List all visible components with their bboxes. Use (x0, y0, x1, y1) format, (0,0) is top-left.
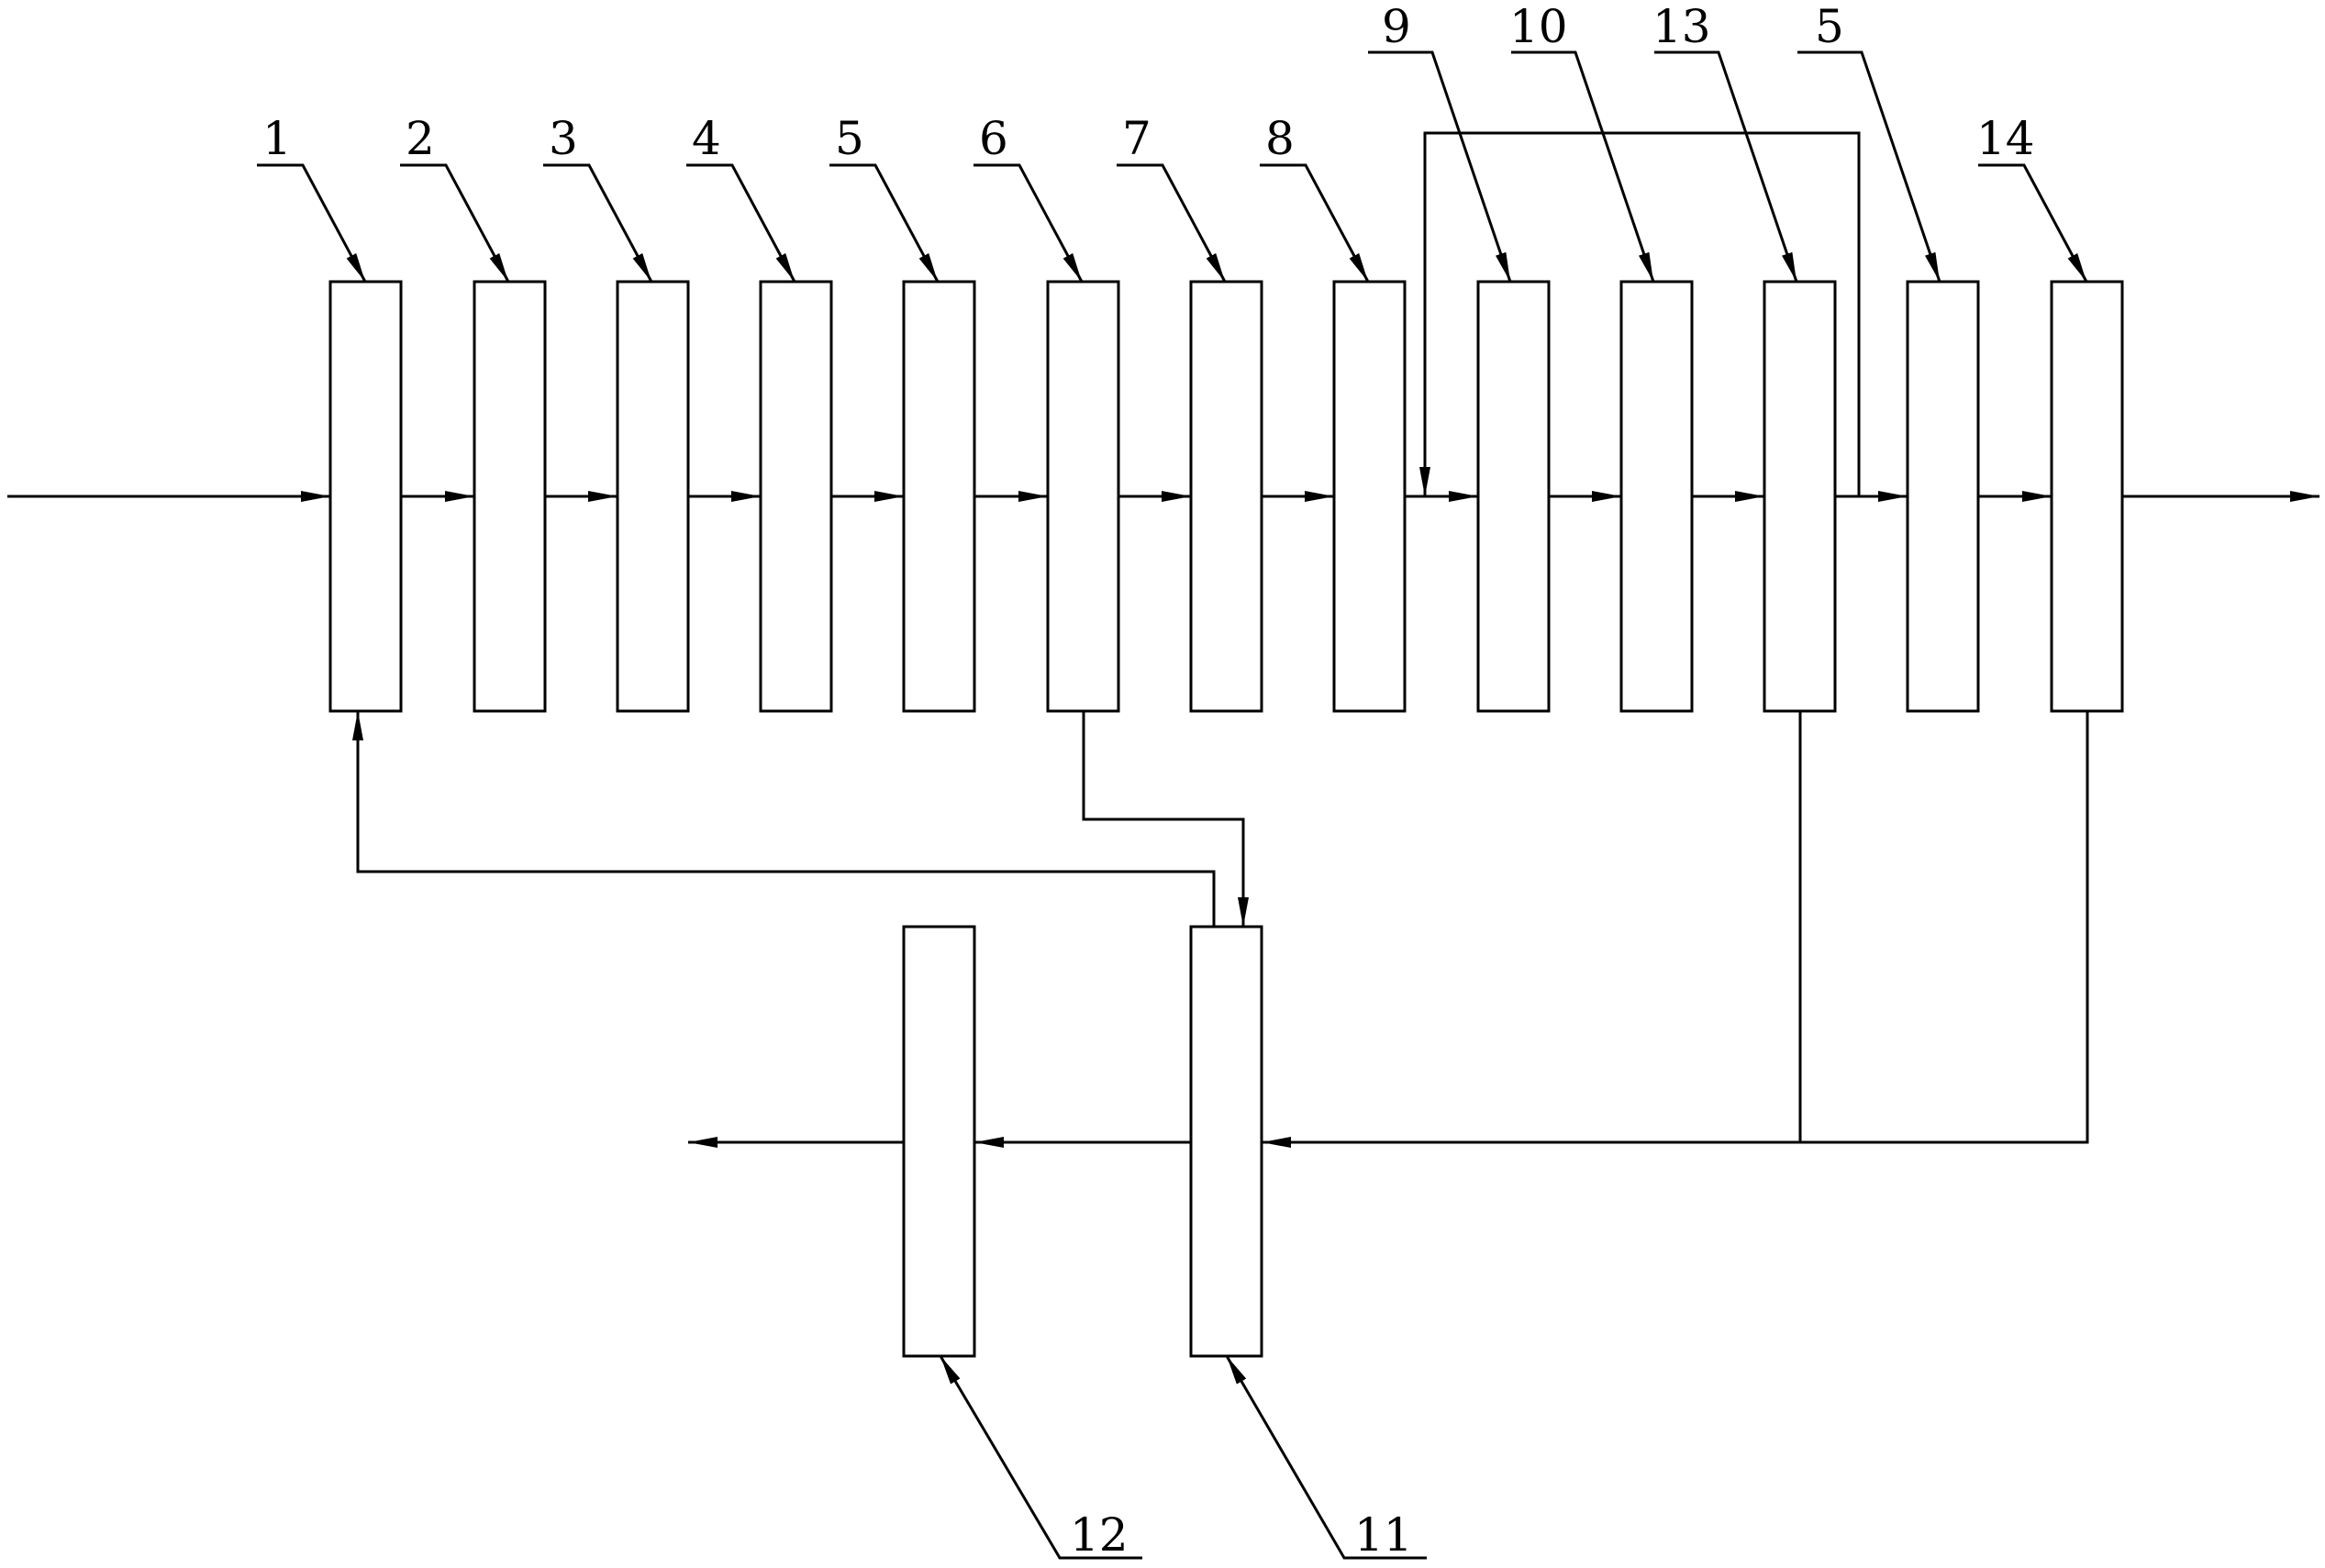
unit-label-5b: 5 (1815, 0, 1844, 53)
leader-line-7 (1117, 163, 1227, 283)
leader-line-2 (400, 163, 510, 283)
unit-label-3: 3 (549, 112, 578, 165)
leader-line-8 (1260, 163, 1370, 283)
unit-block-12 (902, 925, 976, 1358)
leader-line-5b (1797, 50, 1941, 283)
branch-lines (352, 131, 2089, 1148)
unit-block-8 (1332, 280, 1407, 713)
unit-block-6 (1046, 280, 1120, 713)
leader-line-4 (686, 163, 796, 283)
leader-line-6 (973, 163, 1084, 283)
flow-14-to-11 (1262, 711, 2089, 1148)
leader-line-12 (939, 1355, 1142, 1560)
unit-label-11: 11 (1354, 1508, 1413, 1562)
unit-label-7: 7 (1122, 112, 1151, 165)
leader-lines (257, 50, 2088, 1560)
leader-line-3 (543, 163, 653, 283)
unit-labels: 1 2 3 4 5 6 7 8 9 10 13 5 14 11 12 (262, 0, 2035, 1562)
unit-label-6: 6 (979, 112, 1008, 165)
unit-block-1 (328, 280, 403, 713)
unit-block-7 (1189, 280, 1263, 713)
leader-line-5a (829, 163, 940, 283)
unit-block-4 (759, 280, 833, 713)
unit-label-14: 14 (1976, 112, 2035, 165)
unit-label-1: 1 (262, 112, 292, 165)
leader-line-9 (1368, 50, 1512, 283)
recycle-11-to-1 (352, 711, 1216, 927)
unit-label-9: 9 (1382, 0, 1411, 53)
unit-block-5a (902, 280, 976, 713)
flow-6-to-11 (1082, 711, 1249, 927)
unit-block-2 (473, 280, 547, 713)
unit-label-4: 4 (692, 112, 721, 165)
unit-label-2: 2 (406, 112, 435, 165)
leader-line-11 (1225, 1355, 1427, 1560)
unit-block-11 (1189, 925, 1263, 1358)
unit-block-9 (1476, 280, 1551, 713)
unit-label-8: 8 (1265, 112, 1295, 165)
unit-label-12: 12 (1070, 1508, 1129, 1562)
unit-label-10: 10 (1509, 0, 1568, 53)
unit-block-10 (1619, 280, 1694, 713)
unit-block-3 (616, 280, 690, 713)
leader-line-14 (1978, 163, 2088, 283)
unit-block-13 (1763, 280, 1837, 713)
unit-label-13: 13 (1652, 0, 1711, 53)
unit-block-5b (1906, 280, 1980, 713)
leader-line-10 (1511, 50, 1655, 283)
unit-label-5a: 5 (835, 112, 864, 165)
leader-line-1 (257, 163, 367, 283)
unit-block-14 (2050, 280, 2124, 713)
recycle-13-to-9 (1419, 131, 1861, 496)
leader-line-13 (1654, 50, 1798, 283)
